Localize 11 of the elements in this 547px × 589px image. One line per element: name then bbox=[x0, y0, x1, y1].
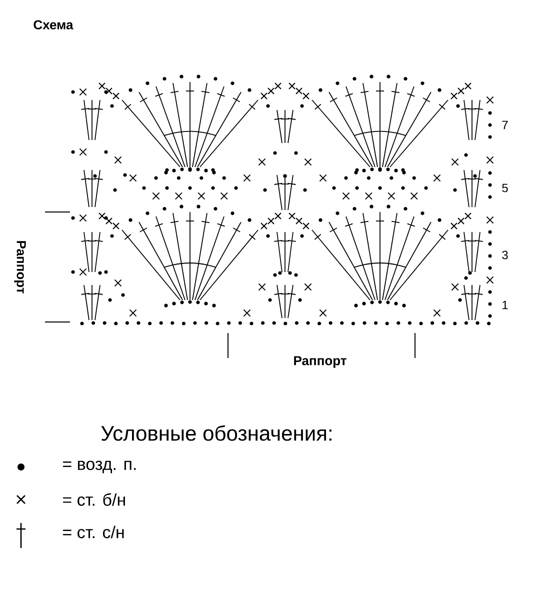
row-number: 3 bbox=[502, 250, 508, 260]
row-number: 7 bbox=[502, 120, 508, 130]
legend-text: = ст. б/н bbox=[63, 493, 125, 506]
row-number: 5 bbox=[502, 184, 508, 192]
legend-text: = возд. п. bbox=[63, 460, 136, 474]
row-number: 1 bbox=[502, 300, 508, 310]
chart-title: Схема bbox=[34, 20, 74, 30]
repeat-label: Раппорт bbox=[294, 356, 346, 368]
repeat-label: Раппорт bbox=[14, 241, 26, 294]
legend-text: = ст. с/н bbox=[63, 526, 124, 538]
legend-heading: Условные обозначения: bbox=[101, 425, 332, 441]
